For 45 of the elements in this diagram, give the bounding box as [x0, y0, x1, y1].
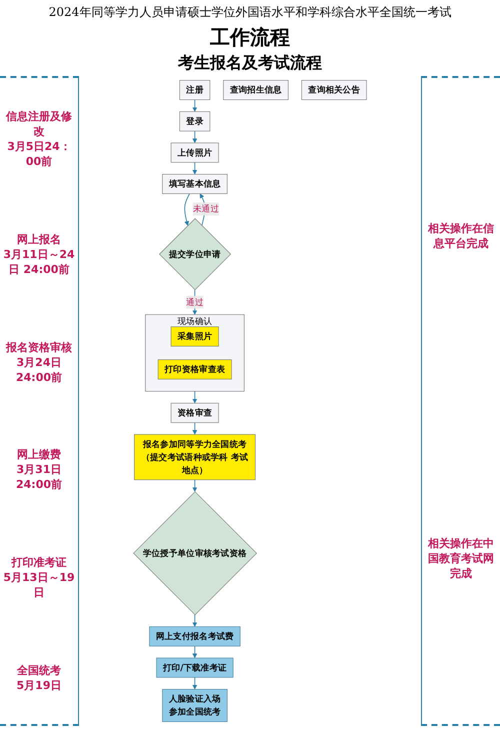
phase-label: 3月5日24：00前: [6, 139, 72, 170]
arrow: [192, 677, 198, 690]
arrow: [192, 289, 198, 315]
phase-label: 网上缴费: [16, 447, 62, 462]
heading: 工作流程: [209, 24, 291, 51]
phase-label: 网上报名: [16, 232, 62, 247]
node-box: 填写基本信息: [162, 174, 228, 194]
node-diamond: 学位授予单位审核考试资格: [133, 491, 257, 616]
phase-label: 打印准考证: [10, 554, 68, 570]
phase-label: 3月11日～24日 24:00前: [2, 246, 76, 277]
phase-label: 报名资格审核: [4, 340, 73, 355]
phase-label: 3月24日24:00前: [14, 354, 63, 385]
arrow: [192, 99, 198, 112]
phase-label: 3月31日24:00前: [14, 462, 63, 492]
arrow: [184, 193, 190, 226]
title: 2024年同等学力人员申请硕士学位外国语水平和学科综合水平全国统一考试: [48, 4, 452, 21]
arrow: [192, 646, 198, 658]
phase-label: 5月19日: [16, 678, 62, 693]
phase-label: 信息注册及修改: [4, 109, 73, 140]
node-box: 人脸验证入场 参加全国统考: [162, 689, 228, 722]
phase-label: 5月13日～19日: [2, 570, 76, 600]
edge-label: 未通过: [193, 204, 219, 214]
node-box: 注册: [179, 80, 210, 100]
node-box: 登录: [179, 111, 210, 132]
arrow: [192, 130, 198, 144]
node-box: 打印/下载准考证: [156, 658, 234, 678]
note-text: 相关操作在信息平台完成: [426, 220, 495, 251]
phase-label: 全国统考: [16, 662, 62, 678]
edge-label: 通过: [186, 296, 204, 308]
node-box: 查询相关公告: [301, 80, 367, 100]
heading: 考生报名及考试流程: [176, 53, 323, 74]
note-text: 相关操作在中国教育考试网完成: [426, 536, 495, 582]
node-box: 打印资格审查表: [158, 359, 232, 380]
node-box: 网上支付报名考试费: [149, 626, 240, 646]
arrow: [192, 614, 198, 627]
arrow: [192, 422, 198, 435]
arrow: [192, 479, 198, 492]
node-box: 报名参加同等学力全国统考 （提交考试语种或学科 考试地点）: [134, 434, 256, 480]
arrow: [192, 162, 198, 174]
node-box: 资格审查: [170, 402, 219, 423]
node-box: 采集照片: [170, 326, 219, 346]
node-diamond: 提交学位申请: [159, 218, 232, 290]
node-box: 查询招生信息: [223, 80, 288, 100]
arrow: [192, 390, 198, 404]
node-box: 上传照片: [170, 142, 219, 163]
